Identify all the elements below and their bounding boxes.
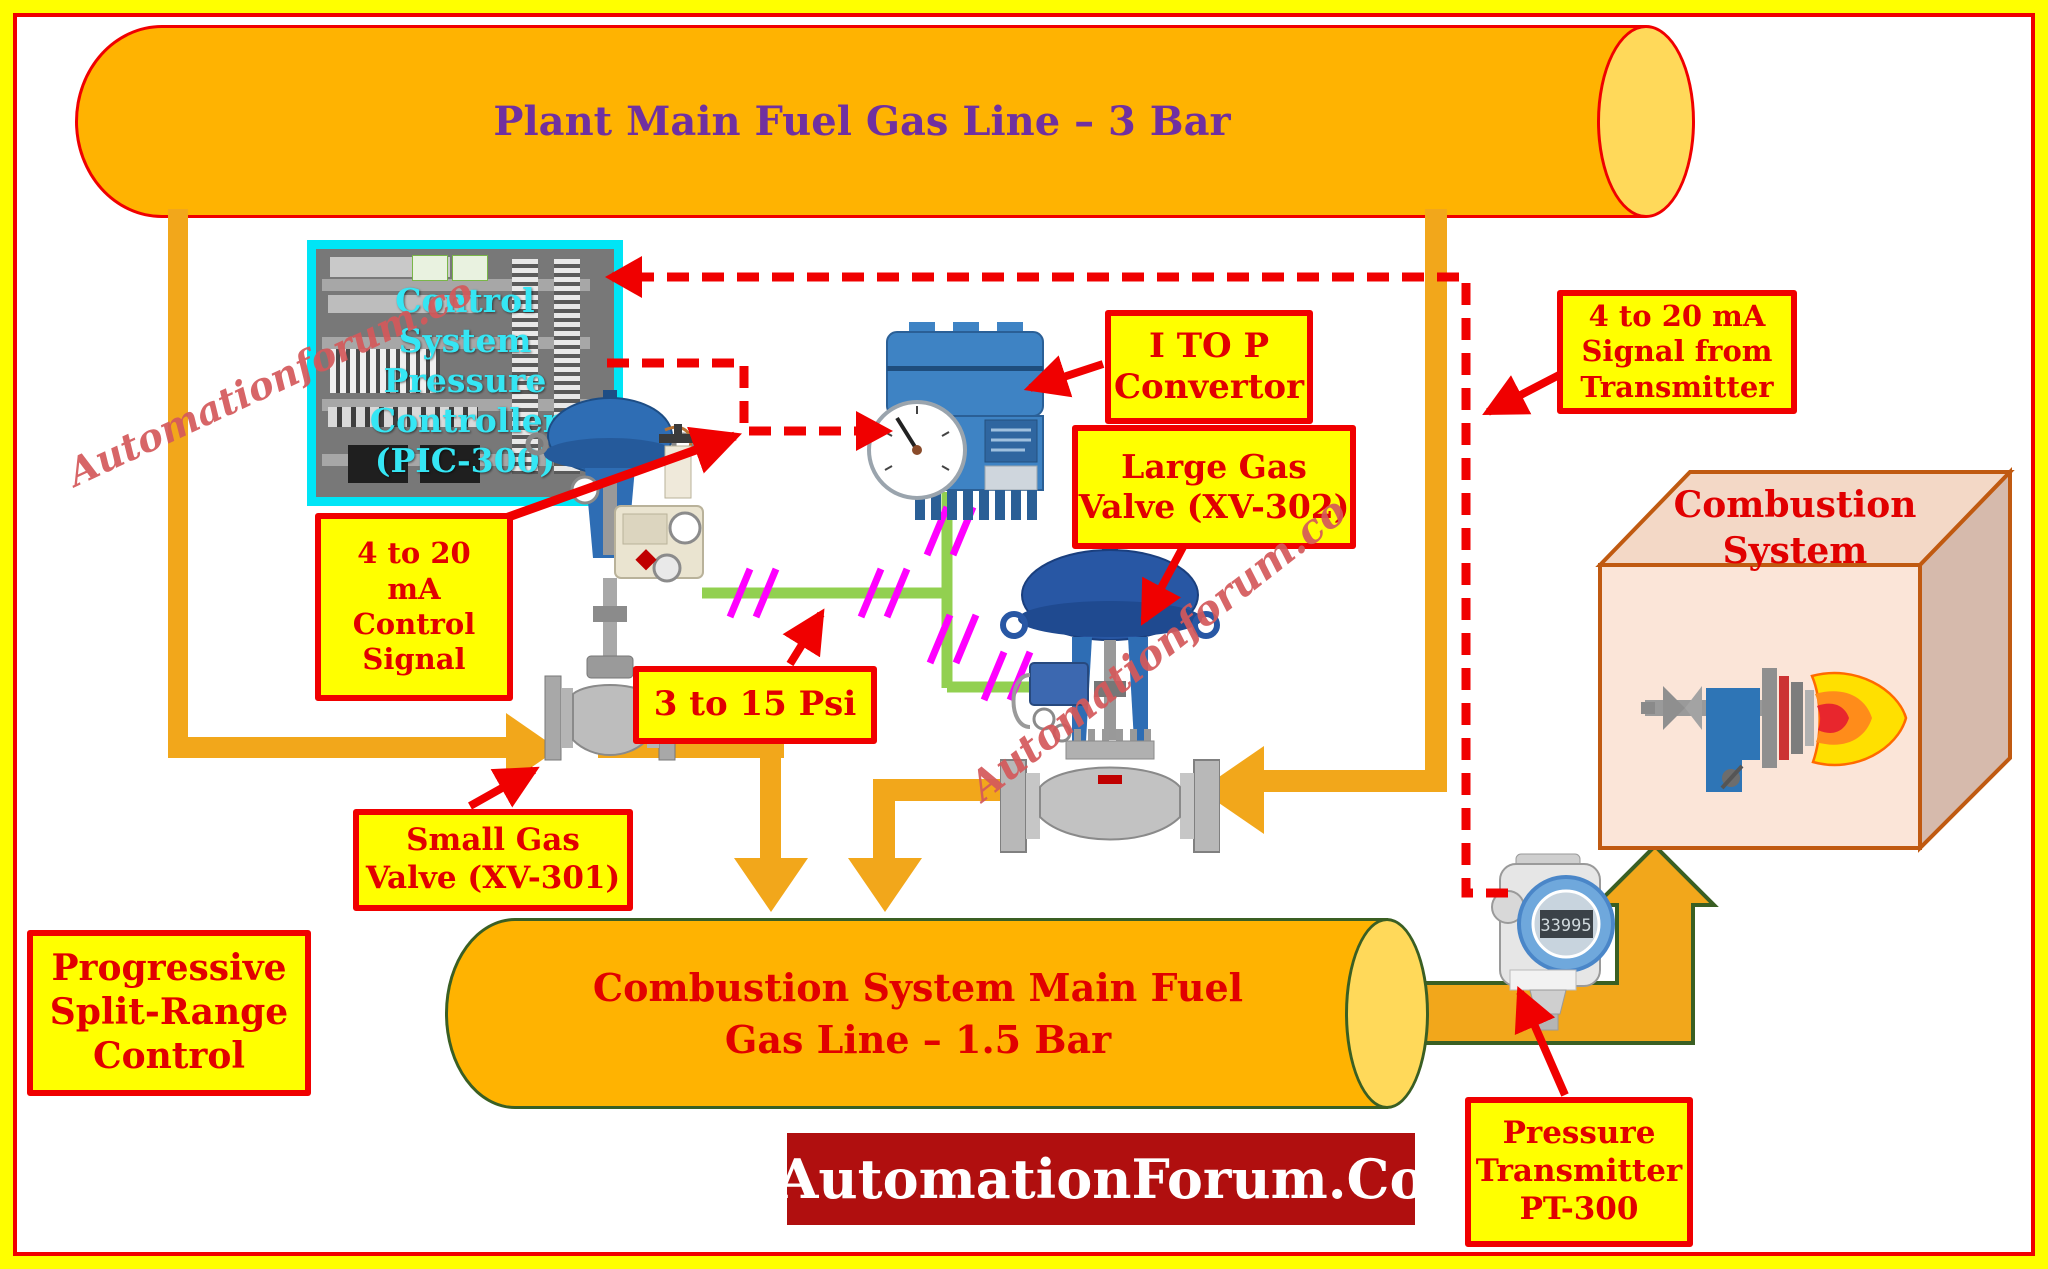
combustion-main-fuel-gas-pipe: Combustion System Main Fuel Gas Line – 1… <box>445 918 1388 1109</box>
burner-icon <box>1641 668 1908 792</box>
combustion-pipe-label-line1: Combustion System Main Fuel <box>592 965 1244 1011</box>
plant-main-fuel-gas-pipe: Plant Main Fuel Gas Line – 3 Bar <box>75 25 1646 218</box>
pressure-transmitter: 33995 <box>1491 853 1615 1031</box>
transmitter-lcd-value: 33995 <box>1540 916 1591 936</box>
combustion-system-title: Combustion System <box>1673 484 1917 572</box>
flow-line-left-drop <box>168 209 188 758</box>
combustion-pipe-end-cap <box>1345 918 1429 1109</box>
plant-main-pipe-label: Plant Main Fuel Gas Line – 3 Bar <box>493 98 1231 145</box>
psi-label: 3 to 15 Psi <box>633 666 877 744</box>
plant-main-pipe-end-cap <box>1597 25 1695 218</box>
combustion-pipe-label-line2: Gas Line – 1.5 Bar <box>724 1016 1112 1062</box>
automationforum-logo: AutomationForum.Co <box>776 1133 1426 1225</box>
i-to-p-converter <box>867 322 1044 520</box>
cabinet-caption: Control System Pressure Controller (PIC-… <box>369 281 561 480</box>
flow-line-to-small-valve <box>168 737 508 758</box>
